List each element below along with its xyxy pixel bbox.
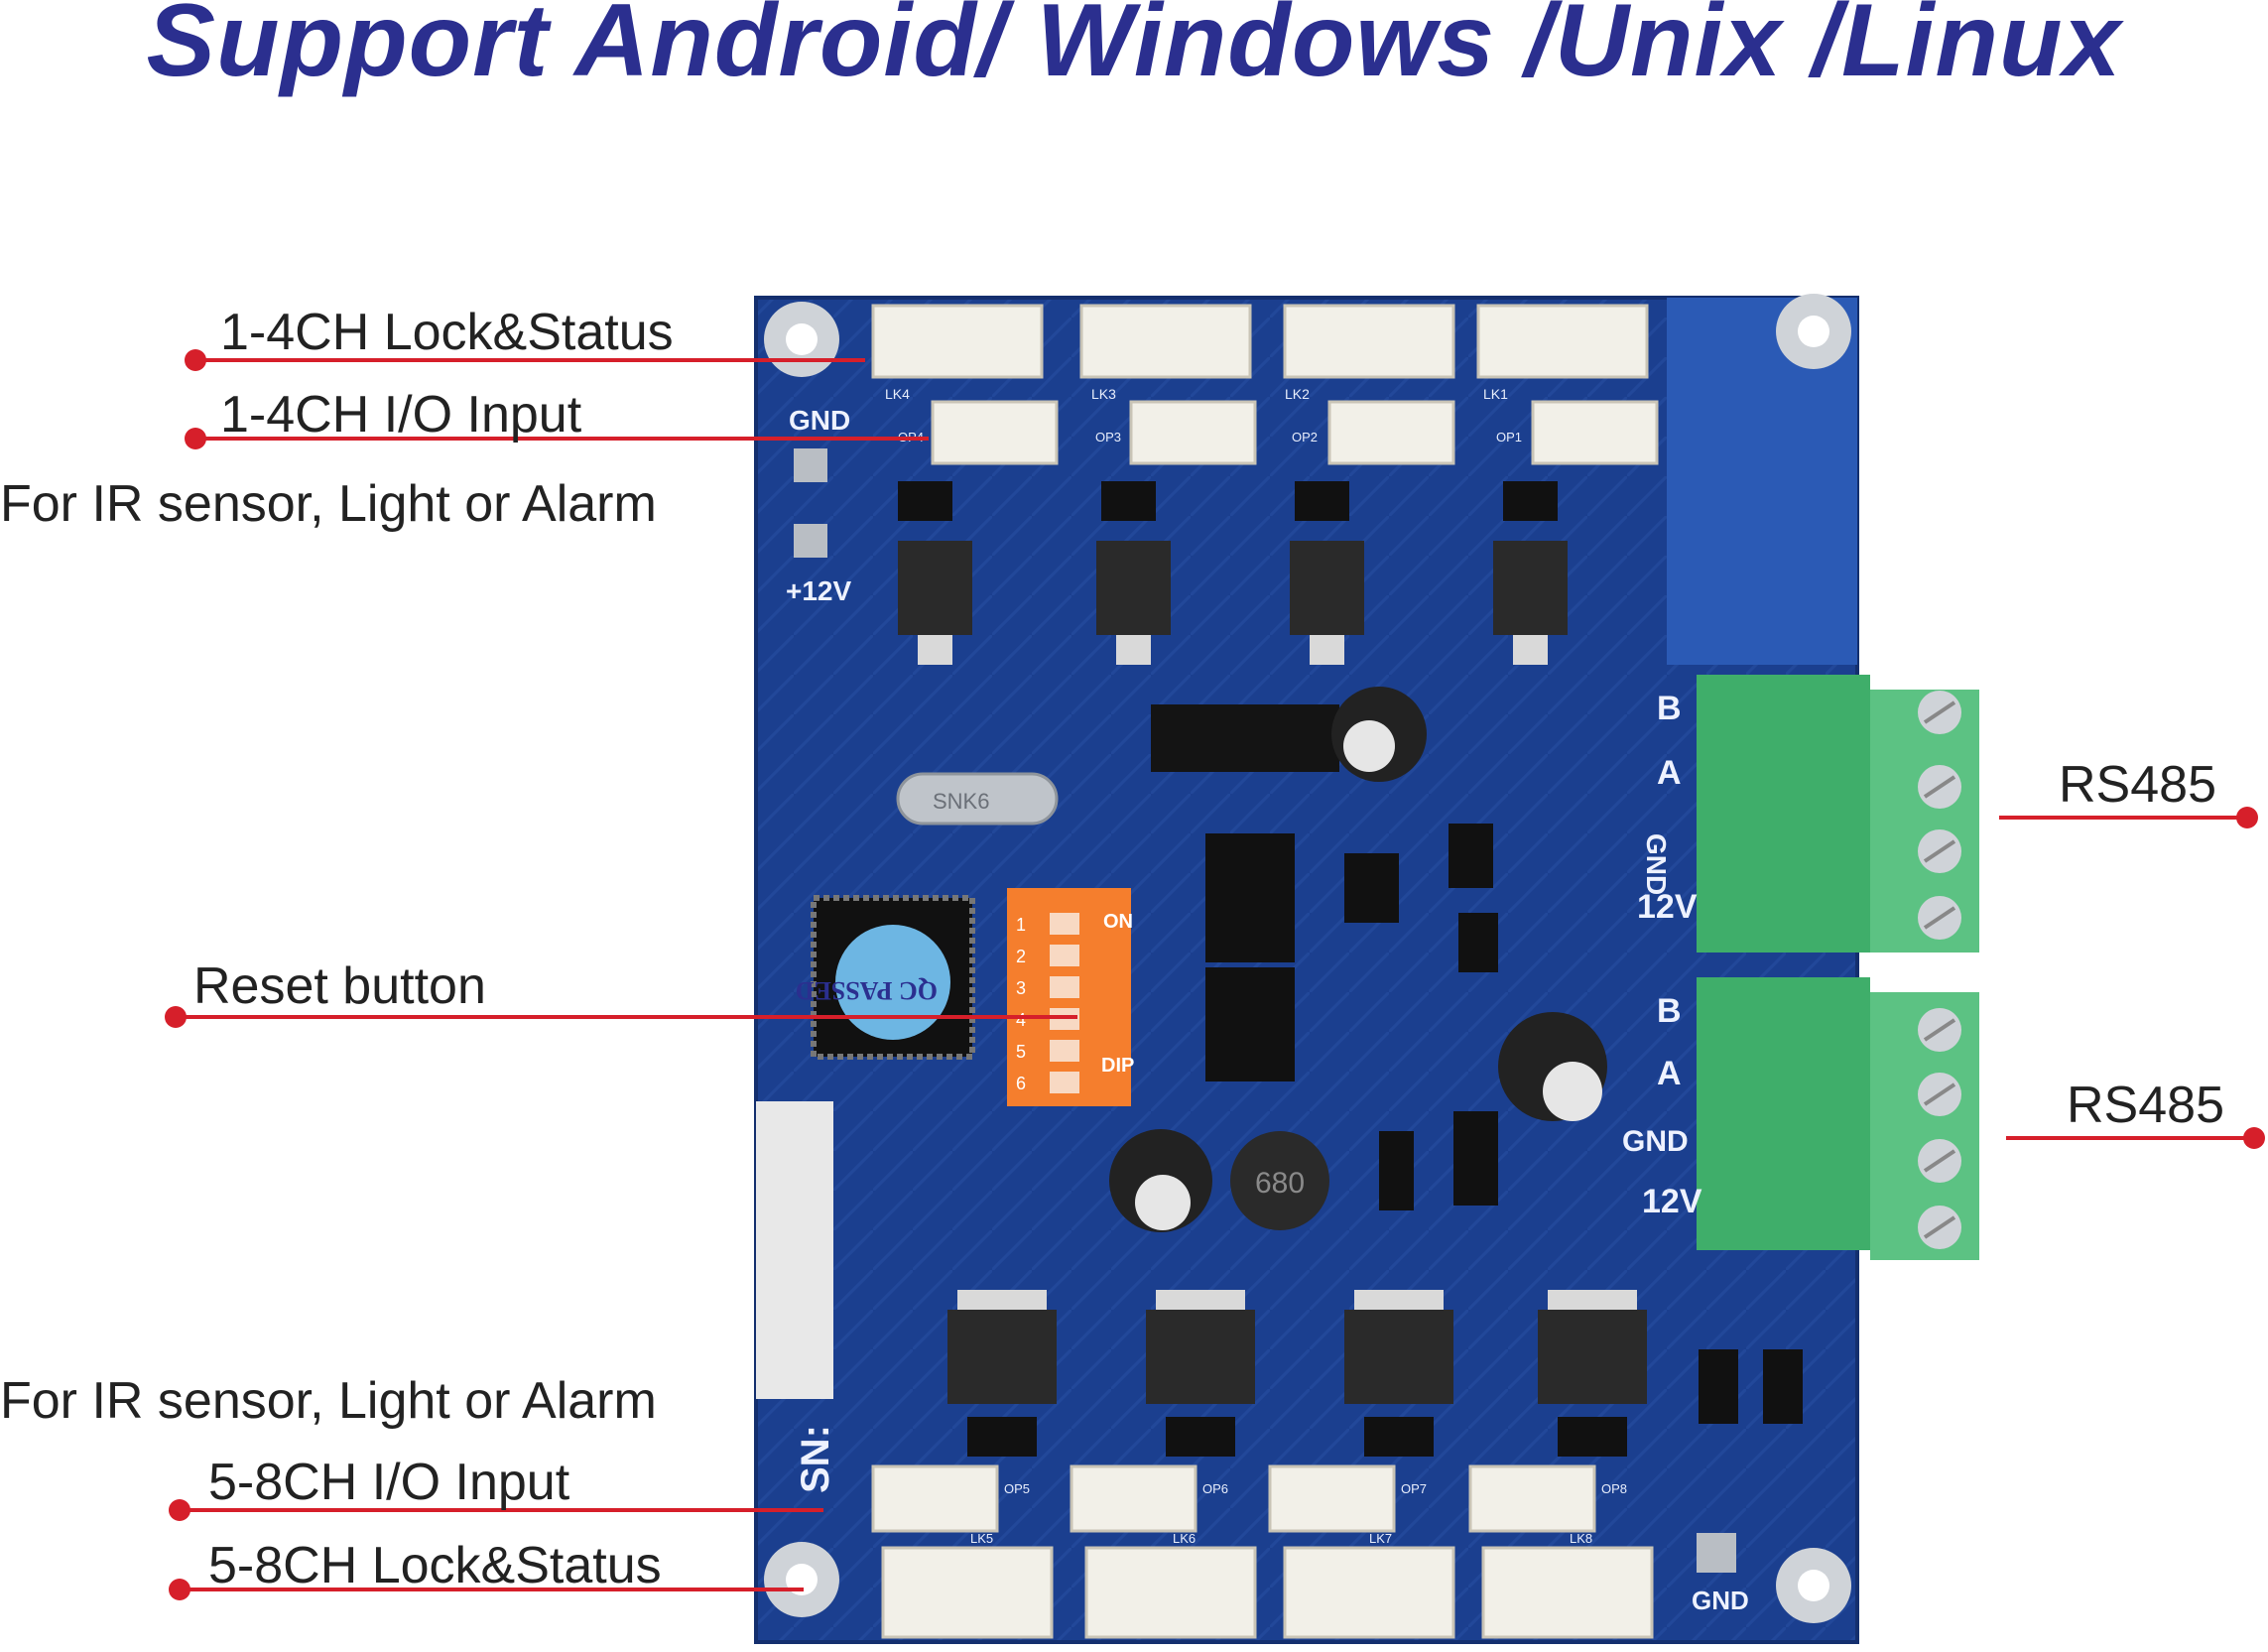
op5-label: OP5 — [1004, 1481, 1030, 1496]
ic-small-5 — [1379, 1131, 1414, 1210]
side-label-strip — [756, 1101, 833, 1399]
mounting-hole-top-left — [764, 302, 839, 377]
gnd-pad — [794, 448, 827, 482]
svg-text:DIP: DIP — [1101, 1055, 1134, 1077]
lk-labels-top: LK4 LK3 LK2 LK1 — [885, 386, 1508, 402]
mounting-hole-bottom-right — [1776, 1548, 1851, 1623]
pin-12v-bottom: 12V — [1642, 1183, 1702, 1220]
callout-dot-input-1-4 — [185, 428, 206, 449]
lk1-label: LK1 — [1483, 386, 1508, 402]
terminal-labels-top: B A GND 12V — [1637, 690, 1698, 926]
pin-a-top: A — [1657, 754, 1682, 792]
svg-text:6: 6 — [1016, 1074, 1026, 1093]
svg-text:ON: ON — [1103, 911, 1133, 933]
input-connectors-bottom — [871, 1464, 1596, 1533]
lk7-label: LK7 — [1369, 1531, 1392, 1546]
svg-text:3: 3 — [1016, 978, 1026, 998]
input-connectors-top — [931, 400, 1659, 465]
svg-text:SNK6: SNK6 — [933, 789, 989, 814]
lock-connectors-top — [871, 304, 1649, 379]
relay-module — [1151, 704, 1339, 772]
pin-b-top: B — [1657, 690, 1682, 727]
callout-dot-rs485-bottom — [2243, 1127, 2265, 1149]
lk6-label: LK6 — [1173, 1531, 1196, 1546]
lk5-label: LK5 — [970, 1531, 993, 1546]
lk3-label: LK3 — [1091, 386, 1116, 402]
ic-small-4 — [1453, 1111, 1498, 1206]
lk-labels-bottom: LK5 LK6 LK7 LK8 — [970, 1531, 1592, 1546]
op-labels-bottom: OP5 OP6 OP7 OP8 — [1004, 1481, 1627, 1496]
svg-text:4: 4 — [1016, 1010, 1026, 1030]
microcontroller: QC PASSED — [796, 895, 975, 1060]
callout-rs485-top — [1999, 816, 2245, 820]
svg-text:680: 680 — [1255, 1167, 1305, 1200]
label-lock-5-8: 5-8CH Lock&Status — [208, 1537, 662, 1594]
pin-gnd-top: GND — [1641, 833, 1672, 895]
callout-dot-reset — [165, 1006, 187, 1028]
op7-label: OP7 — [1401, 1481, 1427, 1496]
callout-dot-lock-5-8 — [169, 1579, 190, 1600]
ic-small-1 — [1344, 853, 1399, 923]
pin-a-bottom: A — [1657, 1055, 1682, 1092]
label-lock-1-4: 1-4CH Lock&Status — [220, 304, 674, 361]
terminal-block-bottom — [1697, 977, 1979, 1260]
mounting-hole-bottom-left — [764, 1542, 839, 1617]
callout-input-5-8 — [179, 1508, 823, 1512]
svg-text:2: 2 — [1016, 947, 1026, 966]
label-input-5-8: 5-8CH I/O Input — [208, 1454, 570, 1511]
op6-label: OP6 — [1202, 1481, 1228, 1496]
svg-text:5: 5 — [1016, 1042, 1026, 1062]
svg-text:QC PASSED: QC PASSED — [796, 976, 938, 1005]
gnd-bottom-label: GND — [1692, 1586, 1749, 1615]
op8-label: OP8 — [1601, 1481, 1627, 1496]
sn-label: SN: — [794, 1425, 837, 1493]
label-rs485-bottom: RS485 — [2067, 1077, 2224, 1134]
label-sensor-top: For IR sensor, Light or Alarm — [0, 475, 657, 533]
inductor: 680 — [1230, 1131, 1329, 1230]
mounting-hole-top-right — [1776, 294, 1851, 369]
callout-input-1-4 — [194, 437, 929, 441]
gnd-top-label: GND — [789, 405, 850, 436]
callout-dot-rs485-top — [2236, 807, 2258, 828]
terminal-block-top — [1697, 675, 1979, 953]
lk4-label: LK4 — [885, 386, 910, 402]
op2-label: OP2 — [1292, 430, 1318, 445]
pin-gnd-bottom: GND — [1622, 1125, 1689, 1158]
lk8-label: LK8 — [1570, 1531, 1592, 1546]
callout-rs485-bottom — [2006, 1136, 2254, 1140]
v12-pad — [794, 524, 827, 558]
op3-label: OP3 — [1095, 430, 1121, 445]
ic-u12 — [1205, 833, 1295, 962]
callout-reset — [175, 1015, 1077, 1019]
capacitor-top — [1331, 687, 1427, 782]
capacitor-low — [1109, 1129, 1212, 1232]
pin-12v-top: 12V — [1637, 888, 1698, 926]
ic-small-3 — [1458, 913, 1498, 972]
v12-label: +12V — [786, 575, 851, 606]
callout-lock-1-4 — [194, 358, 865, 362]
dip-switch: ON DIP 1 2 3 4 5 6 — [1007, 888, 1134, 1106]
gnd-bottom-pad — [1697, 1533, 1736, 1573]
label-input-1-4: 1-4CH I/O Input — [220, 386, 582, 444]
svg-text:1: 1 — [1016, 915, 1026, 935]
label-rs485-top: RS485 — [2059, 756, 2216, 814]
capacitor-mid — [1498, 1012, 1607, 1121]
mosfet-row-bottom — [947, 1290, 1803, 1457]
lock-connectors-bottom — [881, 1546, 1654, 1639]
op1-label: OP1 — [1496, 430, 1522, 445]
ic-u13 — [1205, 967, 1295, 1081]
crystal-oscillator: SNK6 — [896, 772, 1059, 826]
callout-dot-input-5-8 — [169, 1499, 190, 1521]
lk2-label: LK2 — [1285, 386, 1310, 402]
label-sensor-bottom: For IR sensor, Light or Alarm — [0, 1372, 657, 1430]
page-title: Support Android/ Windows /Unix /Linux — [146, 0, 2122, 98]
terminal-labels-bottom: B A GND 12V — [1622, 992, 1702, 1220]
label-reset-button: Reset button — [193, 957, 486, 1015]
ic-small-2 — [1449, 824, 1493, 888]
mosfet-row-top — [898, 481, 1568, 665]
callout-lock-5-8 — [179, 1588, 804, 1591]
callout-dot-lock-1-4 — [185, 349, 206, 371]
pin-b-bottom: B — [1657, 992, 1682, 1030]
